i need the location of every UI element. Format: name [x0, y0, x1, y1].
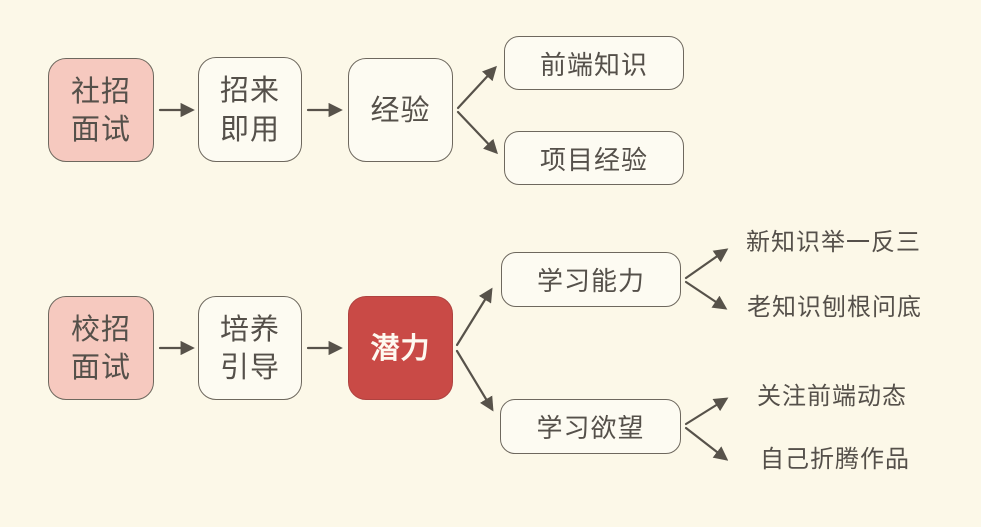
node-experience-label: 经验 [370, 92, 431, 127]
arrow-ability-to-new-knowledge [684, 248, 729, 280]
leaf-follow-frontend: 关注前端动态 [757, 382, 907, 410]
arrow-ability-to-old-knowledge [684, 280, 728, 310]
node-project-experience: 项目经验 [504, 131, 684, 185]
node-frontend-knowledge: 前端知识 [504, 36, 684, 90]
arrow-experience-to-project [456, 110, 498, 155]
node-campus-interview-label: 校招 面试 [70, 311, 131, 384]
node-potential: 潜力 [348, 296, 453, 400]
arrow-desire-to-tinker-works [684, 426, 729, 461]
node-ready-to-use-label: 招来 即用 [219, 73, 280, 146]
node-experience: 经验 [348, 58, 453, 162]
leaf-tinker-works: 自己折腾作品 [760, 445, 910, 473]
arrow-experience-to-frontend [456, 65, 497, 110]
node-project-experience-label: 项目经验 [539, 145, 648, 176]
leaf-old-knowledge: 老知识刨根问底 [747, 293, 922, 321]
node-learning-desire: 学习欲望 [500, 399, 681, 454]
node-frontend-knowledge-label: 前端知识 [539, 50, 648, 81]
node-social-interview: 社招 面试 [48, 58, 154, 162]
leaf-new-knowledge: 新知识举一反三 [746, 228, 921, 256]
node-learning-desire-label: 学习欲望 [536, 414, 645, 444]
node-campus-interview: 校招 面试 [48, 296, 154, 400]
node-learning-ability: 学习能力 [501, 252, 681, 307]
arrow-desire-to-follow-frontend [684, 397, 729, 426]
arrow-potential-to-desire [455, 349, 494, 412]
node-learning-ability-label: 学习能力 [536, 267, 645, 297]
node-cultivate-guide-label: 培养 引导 [219, 311, 280, 384]
node-cultivate-guide: 培养 引导 [198, 296, 302, 400]
arrow-potential-to-ability [455, 287, 493, 347]
node-social-interview-label: 社招 面试 [70, 73, 131, 146]
node-ready-to-use: 招来 即用 [198, 57, 302, 162]
node-potential-label: 潜力 [370, 330, 431, 365]
